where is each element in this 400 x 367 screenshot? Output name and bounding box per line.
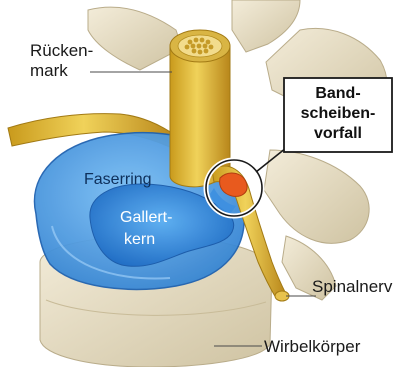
label-nucleus-2: kern xyxy=(124,231,155,248)
label-nucleus-1: Gallert- xyxy=(120,209,172,226)
label-herniation-2: scheiben- xyxy=(301,105,376,122)
label-fibrous-ring: Faserring xyxy=(84,171,152,188)
label-vertebral-body: Wirbelkörper xyxy=(264,337,361,356)
label-spinal-nerve: Spinalnerv xyxy=(312,277,393,296)
label-herniation-1: Band- xyxy=(315,85,360,102)
label-spinal-cord-2: mark xyxy=(30,61,68,80)
label-herniation-3: vorfall xyxy=(314,125,362,142)
label-spinal-cord-1: Rücken- xyxy=(30,41,93,60)
